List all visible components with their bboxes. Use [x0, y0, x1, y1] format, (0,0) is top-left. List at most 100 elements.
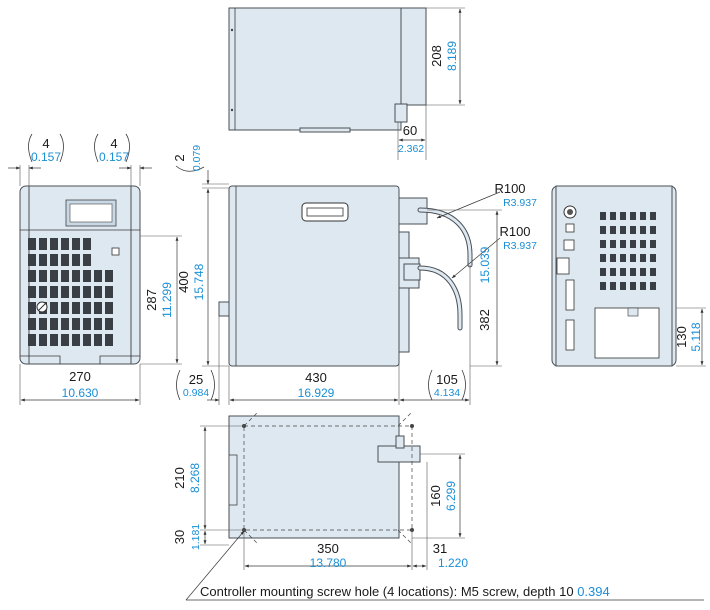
vent-slot — [630, 254, 636, 262]
grille-slot — [50, 254, 58, 266]
rear-panel-height-mm: 130 — [674, 326, 689, 348]
grille-slot — [39, 238, 47, 250]
side-hose-ext-in: 4.134 — [434, 387, 460, 399]
vent-slot — [630, 268, 636, 276]
side-height-mm: 400 — [176, 271, 191, 293]
grille-slot — [28, 334, 36, 346]
bottom-hole-width-mm: 350 — [317, 541, 339, 556]
grille-slot — [72, 318, 80, 330]
vent-slot — [650, 212, 656, 220]
bottom-port-depth-in: 6.299 — [444, 481, 458, 511]
vent-slot — [620, 282, 626, 290]
front-view: 4 0.157 4 0.157 270 10.630 287 11.299 — [8, 133, 182, 405]
grille-slot — [105, 302, 113, 314]
bottom-edge-in: 1.181 — [190, 524, 202, 550]
vent-slot — [620, 212, 626, 220]
grille-slot — [28, 318, 36, 330]
side-port-height-in: 15.039 — [478, 246, 492, 283]
vent-slot — [620, 226, 626, 234]
grille-slot — [50, 238, 58, 250]
bend-radius-upper-in: R3.937 — [503, 197, 537, 209]
bottom-hole-depth-in: 8.268 — [188, 463, 202, 493]
grille-slot — [83, 270, 91, 282]
grille-slot — [72, 286, 80, 298]
vent-slot — [640, 212, 646, 220]
grille-slot — [72, 238, 80, 250]
vent-slot — [620, 240, 626, 248]
vent-slot — [600, 282, 606, 290]
grille-slot — [39, 270, 47, 282]
bend-radius-lower-mm: R100 — [499, 224, 530, 239]
grille-slot — [28, 238, 36, 250]
grille-slot — [105, 286, 113, 298]
grille-slot — [105, 334, 113, 346]
side-depth-in: 16.929 — [298, 386, 335, 400]
vent-slot — [630, 212, 636, 220]
grille-slot — [61, 270, 69, 282]
grille-slot — [61, 254, 69, 266]
grille-slot — [39, 318, 47, 330]
grille-slot — [39, 254, 47, 266]
vent-slot — [600, 268, 606, 276]
vent-slot — [610, 282, 616, 290]
grille-slot — [61, 286, 69, 298]
front-panel-height-mm: 287 — [144, 289, 159, 311]
vent-slot — [650, 226, 656, 234]
top-height-mm: 208 — [429, 45, 444, 67]
vent-slot — [630, 226, 636, 234]
grille-slot — [39, 334, 47, 346]
side-depth-mm: 430 — [305, 370, 327, 385]
front-left-margin-mm: 4 — [42, 136, 49, 151]
bottom-right-offset-mm: 31 — [433, 541, 447, 556]
rear-view: 130 5.118 — [551, 185, 706, 367]
grille-slot — [61, 334, 69, 346]
bottom-view: 210 8.268 30 1.181 350 13.780 31 1.220 1… — [172, 411, 704, 601]
grille-slot — [94, 270, 102, 282]
bottom-right-offset-in: 1.220 — [438, 556, 468, 570]
grille-slot — [72, 270, 80, 282]
vent-slot — [600, 254, 606, 262]
grille-slot — [50, 318, 58, 330]
vent-slot — [600, 240, 606, 248]
grille-slot — [61, 302, 69, 314]
side-view: R100 R3.937 R100 R3.937 2 0.079 400 15.7… — [172, 145, 537, 405]
front-left-margin-in: 0.157 — [31, 150, 61, 164]
grille-slot — [61, 318, 69, 330]
vent-slot — [610, 254, 616, 262]
vent-slot — [640, 240, 646, 248]
front-right-margin-mm: 4 — [110, 136, 117, 151]
vent-slot — [610, 226, 616, 234]
top-port-mm: 60 — [403, 123, 417, 138]
vent-slot — [620, 254, 626, 262]
bottom-hole-depth-mm: 210 — [172, 467, 187, 489]
vent-slot — [640, 226, 646, 234]
grille-slot — [50, 334, 58, 346]
bottom-edge-mm: 30 — [172, 530, 187, 544]
grille-slot — [61, 238, 69, 250]
vent-slot — [650, 282, 656, 290]
vent-slot — [610, 212, 616, 220]
grille-slot — [28, 302, 36, 314]
vent-slot — [650, 268, 656, 276]
grille-slot — [105, 270, 113, 282]
front-right-margin-in: 0.157 — [99, 150, 129, 164]
vent-slot — [640, 282, 646, 290]
bottom-hole-width-in: 13.780 — [310, 556, 347, 570]
side-foot-mm: 25 — [189, 372, 203, 387]
top-view: 208 8.189 60 2.362 — [228, 7, 465, 160]
callout-text: Controller mounting screw hole (4 locati… — [200, 584, 610, 599]
grille-slot — [83, 318, 91, 330]
top-port-in: 2.362 — [398, 143, 424, 155]
side-top-offset-mm: 2 — [172, 154, 187, 161]
vent-slot — [630, 282, 636, 290]
grille-slot — [28, 286, 36, 298]
grille-slot — [28, 270, 36, 282]
grille-slot — [72, 254, 80, 266]
vent-slot — [630, 240, 636, 248]
grille-slot — [72, 334, 80, 346]
vent-slot — [610, 240, 616, 248]
grille-slot — [94, 302, 102, 314]
side-port-height-mm: 382 — [477, 309, 492, 331]
grille-slot — [39, 286, 47, 298]
